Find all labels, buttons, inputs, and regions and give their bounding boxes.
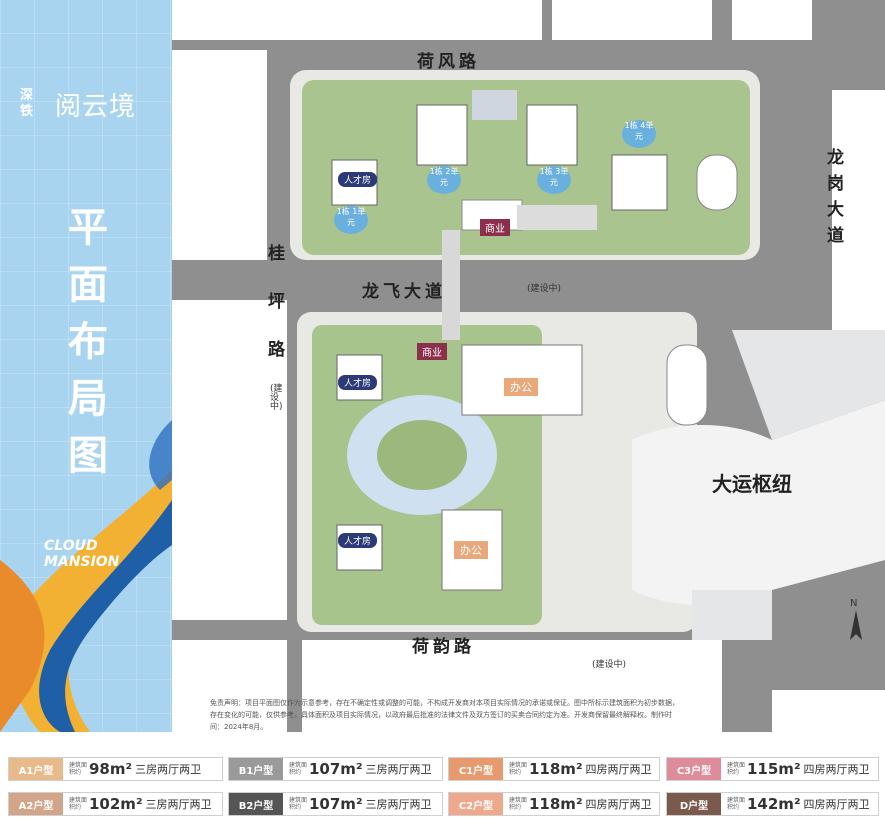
- road-south-note: (建设中): [592, 660, 627, 670]
- ribbon-graphic: [0, 420, 172, 732]
- legend-label: 建筑面积约: [289, 762, 308, 776]
- road-middle-note: (建设中): [527, 284, 562, 294]
- project-name: 阅云境: [55, 92, 137, 122]
- road-north: 荷风路: [417, 52, 480, 72]
- developer-logo: 深铁: [20, 88, 34, 119]
- legend-item-d: D户型 建筑面积约 142m² 四房两厅两卫: [666, 792, 879, 816]
- legend-tag: A2户型: [9, 793, 63, 815]
- office-1: 办公: [504, 378, 538, 396]
- compass-north: N: [850, 598, 858, 609]
- legend-area: 142m²: [747, 795, 801, 813]
- legend-desc: 四房两厅两卫: [585, 763, 652, 776]
- map-base: [172, 0, 885, 732]
- legend-label: 建筑面积约: [289, 797, 308, 811]
- commercial-north-badge: 商业: [480, 219, 510, 236]
- page-title: 平面布局图: [68, 205, 108, 479]
- legend-label: 建筑面积约: [727, 762, 746, 776]
- unit-tag-3: 1栋 3单元: [537, 166, 571, 194]
- road-west: 桂坪路: [268, 244, 285, 360]
- legend-label: 建筑面积约: [727, 797, 746, 811]
- legend-item-c3: C3户型 建筑面积约 115m² 四房两厅两卫: [666, 757, 879, 781]
- unit-tag-4: 1栋 4单元: [622, 120, 656, 148]
- english-name: CLOUD MANSION: [44, 538, 120, 570]
- legend-desc: 三房两厅两卫: [135, 763, 202, 776]
- legend-desc: 三房两厅两卫: [145, 798, 212, 811]
- legend-item-b1: B1户型 建筑面积约 107m² 三房两厅两卫: [228, 757, 443, 781]
- legend-tag: B1户型: [229, 758, 283, 780]
- legend-tag: C1户型: [449, 758, 503, 780]
- road-west-note: (建设中): [270, 384, 283, 412]
- legend-label: 建筑面积约: [69, 762, 88, 776]
- legend-desc: 四房两厅两卫: [585, 798, 652, 811]
- talent-housing-2: 人才房: [338, 375, 378, 390]
- unit-tag-2: 1栋 2单元: [427, 166, 461, 194]
- legend-tag: D户型: [667, 793, 721, 815]
- talent-housing-1: 人才房: [338, 172, 378, 187]
- legend-desc: 四房两厅两卫: [803, 763, 870, 776]
- legend-label: 建筑面积约: [509, 762, 528, 776]
- legend-tag: C2户型: [449, 793, 503, 815]
- talent-housing-3: 人才房: [338, 533, 378, 548]
- legend-label: 建筑面积约: [509, 797, 528, 811]
- legend-item-b2: B2户型 建筑面积约 107m² 三房两厅两卫: [228, 792, 443, 816]
- legend-area: 107m²: [309, 795, 363, 813]
- legend-area: 118m²: [529, 760, 583, 778]
- legend-area: 115m²: [747, 760, 801, 778]
- office-2: 办公: [454, 541, 488, 559]
- legend-item-c2: C2户型 建筑面积约 118m² 四房两厅两卫: [448, 792, 660, 816]
- legend-label: 建筑面积约: [69, 797, 88, 811]
- legend-item-c1: C1户型 建筑面积约 118m² 四房两厅两卫: [448, 757, 660, 781]
- legend-tag: B2户型: [229, 793, 283, 815]
- legend-item-a2: A2户型 建筑面积约 102m² 三房两厅两卫: [8, 792, 223, 816]
- disclaimer-text: 免责声明：项目平面图仅作为示意参考，存在不确定性或调整的可能，不构成开发商对本项…: [210, 699, 679, 731]
- legend-area: 118m²: [529, 795, 583, 813]
- legend-item-a1: A1户型 建筑面积约 98m² 三房两厅两卫: [8, 757, 223, 781]
- site-plan-map: 荷风路 龙飞大道 (建设中) 荷韵路 (建设中) 桂坪路 (建设中) 龙岗大道 …: [172, 0, 885, 732]
- road-middle: 龙飞大道: [362, 282, 446, 302]
- legend-desc: 三房两厅两卫: [365, 798, 432, 811]
- hub-label: 大运枢纽: [712, 472, 792, 496]
- brand-sidebar: 深铁 阅云境 平面布局图 CLOUD MANSION: [0, 0, 172, 732]
- legend-tag: C3户型: [667, 758, 721, 780]
- legend-area: 98m²: [89, 760, 133, 778]
- legend-area: 107m²: [309, 760, 363, 778]
- legend-desc: 三房两厅两卫: [365, 763, 432, 776]
- legend-desc: 四房两厅两卫: [803, 798, 870, 811]
- road-south: 荷韵路: [412, 637, 475, 657]
- unit-tag-1: 1栋 1单元: [334, 206, 368, 234]
- legend-tag: A1户型: [9, 758, 63, 780]
- unit-legend: A1户型 建筑面积约 98m² 三房两厅两卫 B1户型 建筑面积约 107m² …: [0, 732, 885, 827]
- commercial-south-badge: 商业: [417, 343, 447, 360]
- legend-area: 102m²: [89, 795, 143, 813]
- road-east: 龙岗大道: [827, 148, 844, 246]
